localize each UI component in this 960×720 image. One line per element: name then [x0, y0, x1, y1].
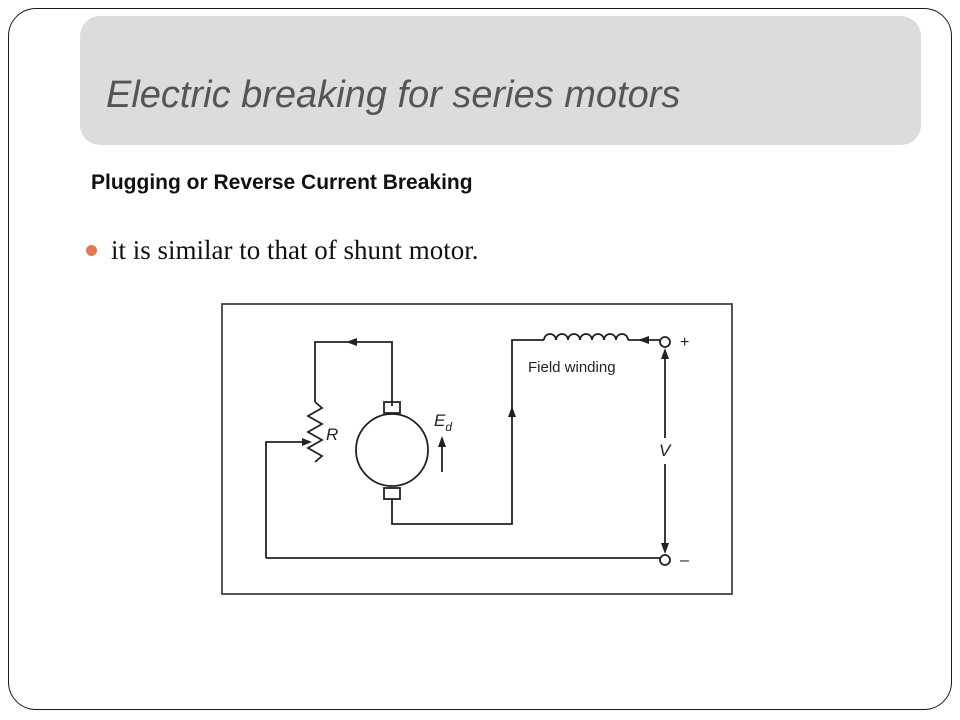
title-bar [80, 16, 921, 145]
wire-resistor-tap [265, 441, 306, 558]
wire-armature-to-field [391, 339, 544, 525]
bullet-dot-icon [86, 244, 97, 256]
armature-circle [355, 413, 429, 487]
field-winding-coil [543, 333, 629, 341]
field-winding-label: Field winding [528, 359, 616, 376]
voltage-label: V [659, 441, 672, 460]
diagram-border [221, 303, 733, 595]
wire-top-loop [314, 341, 393, 406]
armature-top-brush [383, 401, 401, 414]
arrow-riser [508, 406, 516, 417]
arrow-resistor-tap [302, 438, 312, 446]
bullet-text: it is similar to that of shunt motor. [111, 235, 479, 265]
minus-terminal-circle [659, 554, 671, 566]
minus-terminal-label: – [680, 552, 689, 569]
plus-terminal-circle [659, 336, 671, 348]
voltage-arrow-up [661, 348, 669, 359]
slide-subtitle: Plugging or Reverse Current Breaking [91, 171, 473, 194]
arrow-plus-line [638, 336, 649, 344]
arrow-top-loop [346, 338, 357, 346]
resistor-label: R [326, 425, 338, 444]
emf-label: Ed [434, 411, 452, 434]
voltage-arrow-down [661, 543, 669, 554]
bullet-item: it is similar to that of shunt motor. [86, 232, 479, 268]
armature-bottom-brush [383, 487, 401, 500]
circuit-diagram: R Ed Field winding + – V [221, 303, 733, 595]
slide-title: Electric breaking for series motors [106, 74, 681, 116]
plus-terminal-label: + [680, 334, 689, 351]
emf-arrow-head [438, 436, 446, 447]
resistor-symbol [306, 401, 324, 463]
